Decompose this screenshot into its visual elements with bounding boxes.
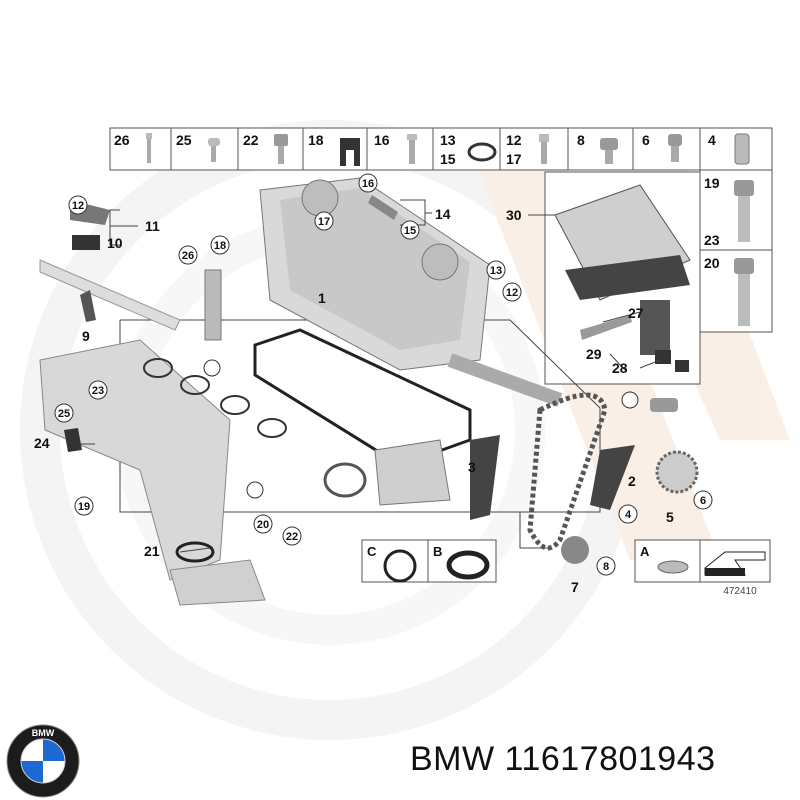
strip-label-15: 15: [440, 151, 456, 167]
right-label-20: 20: [704, 255, 720, 271]
callout-26: 26: [182, 250, 194, 262]
strip-label-12: 12: [506, 132, 522, 148]
callout-14: 14: [435, 206, 451, 222]
detail-label-c: C: [367, 544, 377, 559]
callout-1: 1: [318, 290, 326, 306]
circled-callout-text: 12 25 23 26 18 17 16 15 13 12 19 20 22 4…: [58, 178, 706, 573]
diagram-number: 472410: [723, 586, 757, 597]
brand-name: BMW: [410, 740, 495, 778]
callout-12a: 12: [72, 200, 84, 212]
callout-15: 15: [404, 225, 416, 237]
callout-7: 7: [571, 579, 579, 595]
strip-label-8: 8: [577, 132, 585, 148]
callout-28: 28: [612, 360, 628, 376]
callout-2: 2: [628, 473, 636, 489]
callout-21: 21: [144, 543, 160, 559]
part-footer: BMW 11617801943: [410, 740, 716, 779]
callout-24: 24: [34, 435, 50, 451]
strip-label-26: 26: [114, 132, 130, 148]
detail-box-cb: C B: [361, 539, 497, 583]
bmw-logo: BMW: [6, 724, 80, 798]
callout-23: 23: [92, 385, 104, 397]
callout-9: 9: [82, 328, 90, 344]
strip-label-13: 13: [440, 132, 456, 148]
callout-27: 27: [628, 305, 644, 321]
right-label-23: 23: [704, 232, 720, 248]
callout-17: 17: [318, 216, 330, 228]
tool-case-group: [544, 171, 701, 385]
callout-22: 22: [286, 531, 298, 543]
callout-3: 3: [468, 459, 476, 475]
top-parts-strip: 26 25 22 18 16 13 15 12 17 8 6 4: [109, 127, 773, 171]
callout-29: 29: [586, 346, 602, 362]
strip-label-17: 17: [506, 151, 522, 167]
callout-30: 30: [506, 207, 522, 223]
callout-8: 8: [603, 561, 609, 573]
callout-20: 20: [257, 519, 269, 531]
callout-4: 4: [625, 509, 632, 521]
strip-label-25: 25: [176, 132, 192, 148]
strip-label-4: 4: [708, 132, 716, 148]
circled-callouts: [54, 173, 713, 576]
detail-label-b: B: [433, 544, 442, 559]
callout-16: 16: [362, 178, 374, 190]
right-column-box: 19 23 20: [699, 169, 773, 333]
callout-18: 18: [214, 240, 226, 252]
callout-10: 10: [107, 235, 123, 251]
callout-19: 19: [78, 501, 90, 513]
callout-12b: 12: [506, 287, 518, 299]
strip-label-16: 16: [374, 132, 390, 148]
callout-6: 6: [700, 495, 706, 507]
callout-11: 11: [145, 218, 160, 234]
strip-label-18: 18: [308, 132, 324, 148]
callout-13: 13: [490, 265, 502, 277]
right-label-19: 19: [704, 175, 720, 191]
detail-label-a: A: [640, 544, 650, 559]
strip-label-6: 6: [642, 132, 650, 148]
detail-box-a: A: [634, 539, 771, 583]
callout-5: 5: [666, 509, 674, 525]
strip-label-22: 22: [243, 132, 259, 148]
callout-25: 25: [58, 408, 70, 420]
cylinder-head-assembly: [39, 177, 699, 606]
bmw-logo-text: BMW: [32, 728, 55, 738]
part-number: 11617801943: [504, 740, 716, 778]
